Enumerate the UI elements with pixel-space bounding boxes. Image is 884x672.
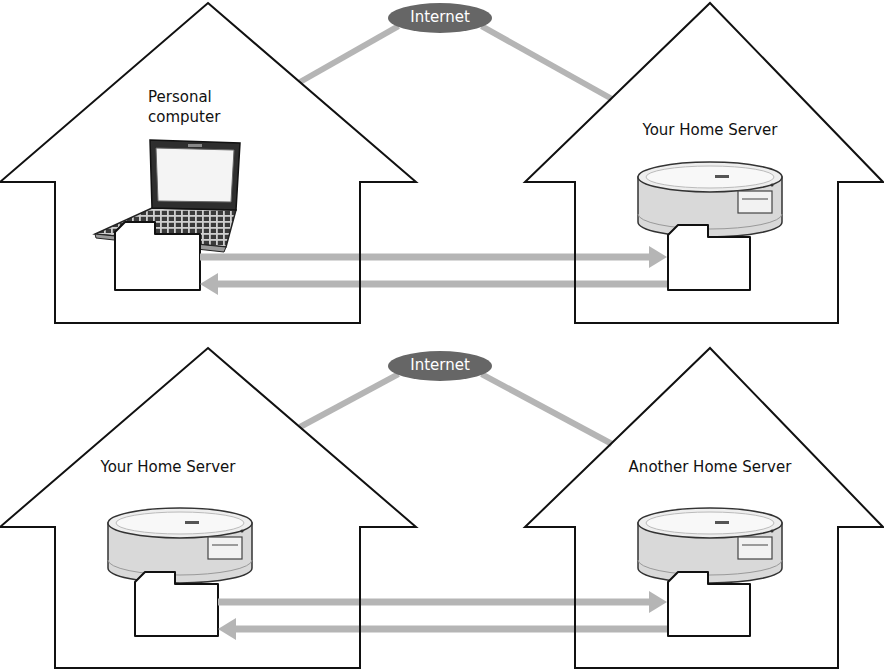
connector-line <box>235 626 667 633</box>
connector-line <box>482 374 612 444</box>
folder-icon <box>668 225 750 290</box>
folder-icon <box>115 222 200 290</box>
connector <box>200 246 667 268</box>
connector-line <box>217 281 667 288</box>
connector-line <box>482 26 612 99</box>
arrow-head <box>200 273 218 295</box>
arrow-head <box>649 246 667 268</box>
connector <box>482 26 612 99</box>
house-shape <box>0 3 416 323</box>
connector <box>218 591 667 613</box>
connector <box>482 374 612 444</box>
connector <box>300 26 398 82</box>
house-outline: Your Home Server <box>0 348 416 668</box>
house-label: Personal computer <box>148 88 238 127</box>
home-server-icon <box>638 508 782 583</box>
home-server-icon <box>108 508 252 583</box>
connector <box>200 273 667 295</box>
folder-icon <box>668 572 750 636</box>
house-shape <box>525 3 883 323</box>
house-shape <box>525 348 883 668</box>
house-shape <box>0 348 416 668</box>
cloud-label: Internet <box>388 8 492 28</box>
house-outline: Your Home Server <box>525 3 883 323</box>
connector-line <box>300 26 398 82</box>
internet-ellipse: Internet <box>388 3 492 33</box>
connector <box>218 618 667 640</box>
connector-line <box>300 374 398 427</box>
house-outline: Personal computer <box>0 3 416 323</box>
connector <box>300 374 398 427</box>
arrow-head <box>649 591 667 613</box>
house-label: Your Home Server <box>610 121 810 141</box>
house-outline: Another Home Server <box>525 348 883 668</box>
internet-ellipse: Internet <box>388 351 492 381</box>
arrow-head <box>218 618 236 640</box>
home-server-icon <box>638 162 782 237</box>
connector-line <box>200 254 650 261</box>
connector-line <box>218 599 650 606</box>
cloud-label: Internet <box>388 356 492 376</box>
house-label: Your Home Server <box>68 458 268 478</box>
house-label: Another Home Server <box>610 458 810 478</box>
folder-icon <box>135 572 218 636</box>
